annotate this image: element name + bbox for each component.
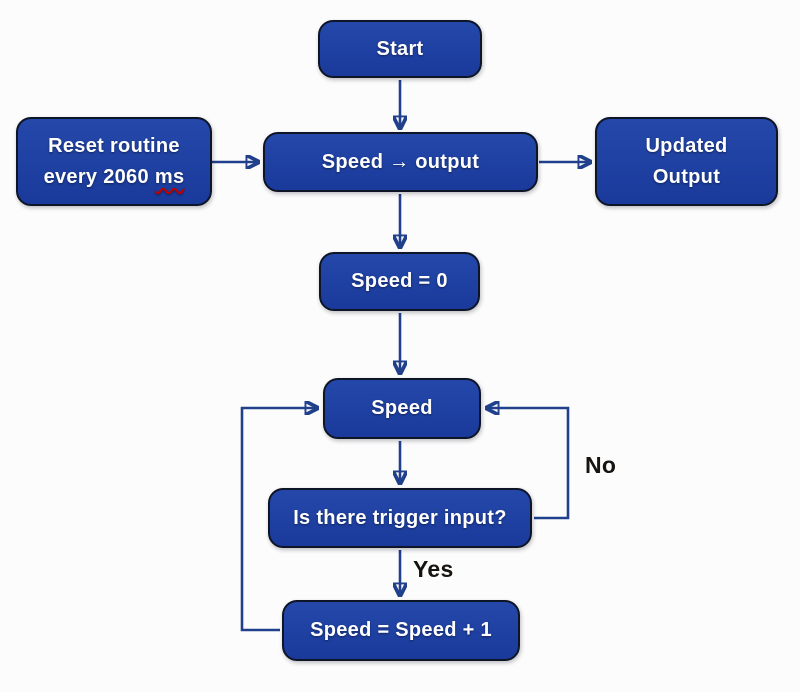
node-speed-equals-zero: Speed = 0 [319, 252, 480, 311]
node-trigger-question: Is there trigger input? [268, 488, 532, 548]
node-reset-routine-line1: Reset routine [48, 134, 180, 157]
misspelled-word: ms [154, 165, 185, 188]
node-speed: Speed [323, 378, 481, 439]
node-start-label: Start [376, 37, 424, 60]
edge-trigger-no-loop-to-speed [488, 408, 570, 520]
node-speed-to-output: Speed → output [263, 132, 538, 192]
node-start: Start [318, 20, 482, 78]
node-speed-equals-zero-label: Speed = 0 [351, 270, 448, 292]
node-updated-output-line2: Output [652, 165, 721, 188]
node-speed-to-output-label: Speed → output [321, 150, 480, 173]
node-speed-increment: Speed = Speed + 1 [282, 600, 520, 661]
node-speed-label: Speed [371, 397, 433, 419]
edge-label-no: No [585, 452, 617, 478]
node-speed-increment-label: Speed = Speed + 1 [310, 619, 492, 641]
edge-label-yes: Yes [413, 556, 454, 582]
node-updated-output: Updated Output [595, 117, 778, 206]
node-trigger-question-label: Is there trigger input? [293, 506, 507, 529]
edge-increment-loop-to-speed [240, 408, 316, 632]
node-updated-output-line1: Updated [645, 134, 728, 157]
